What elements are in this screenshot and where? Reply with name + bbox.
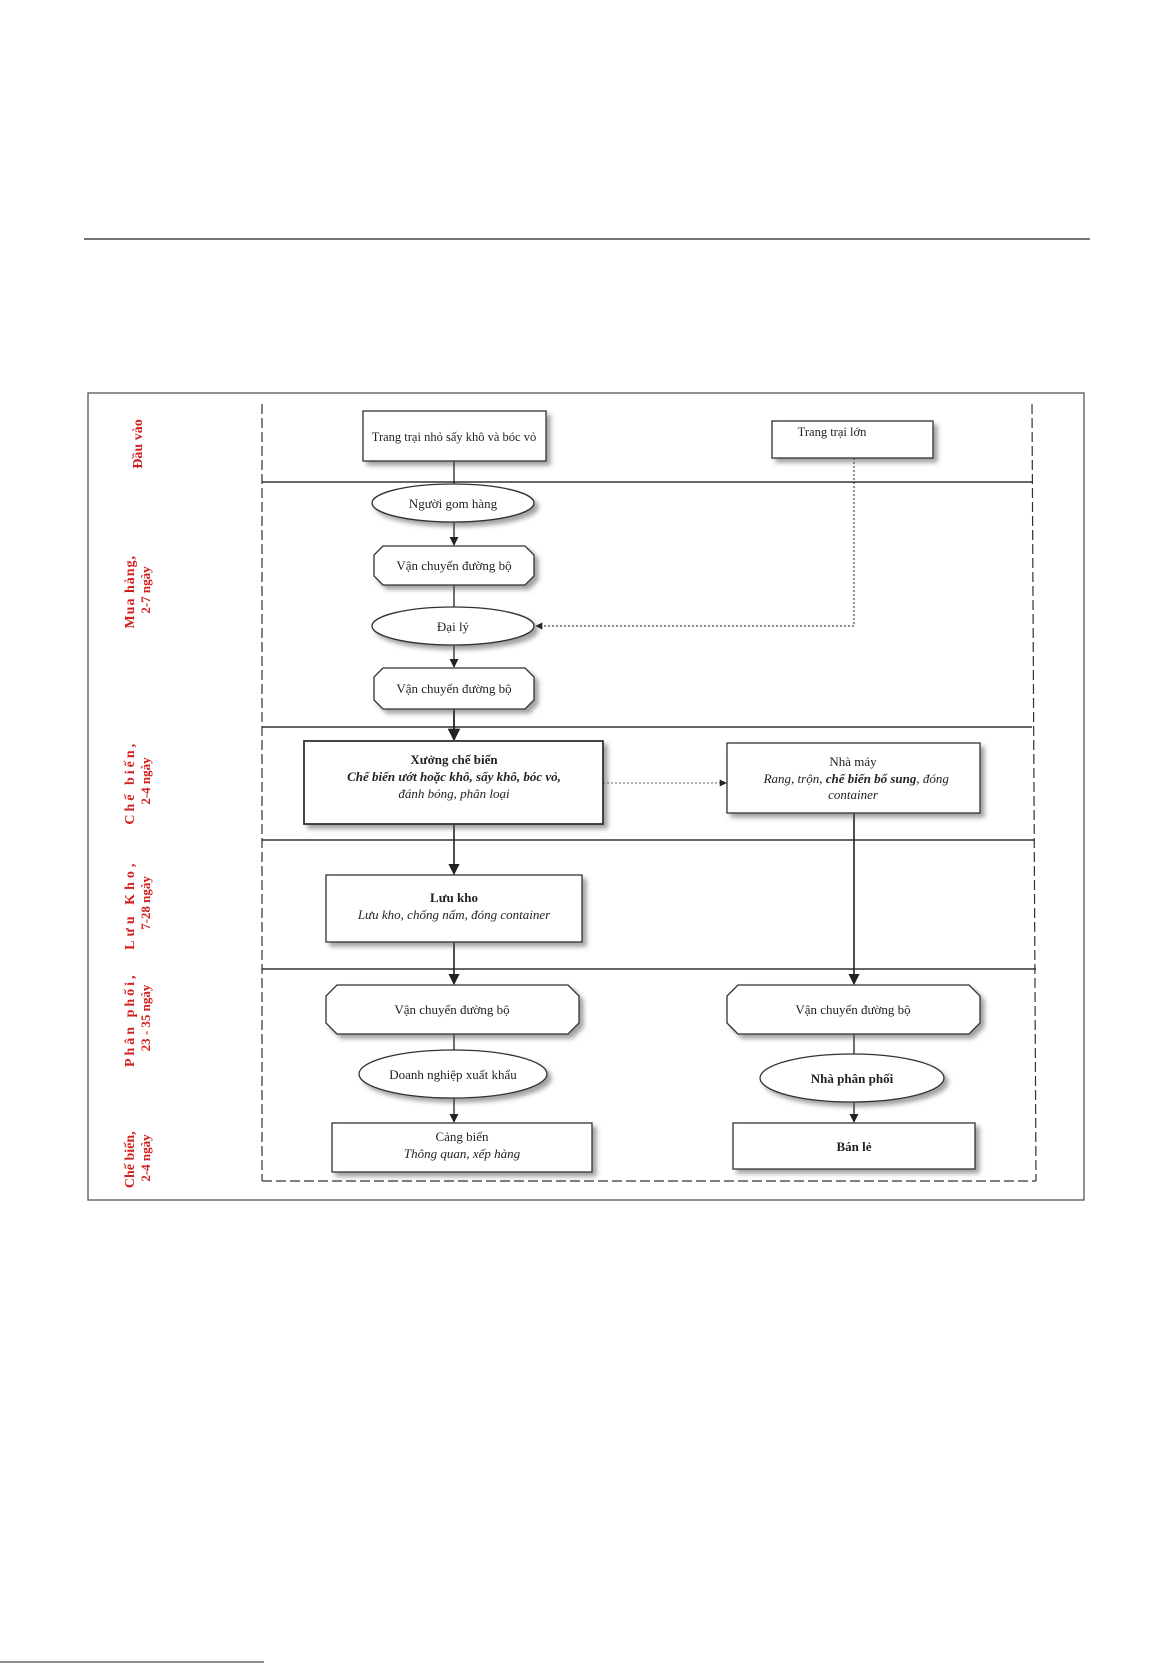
label-factory-line1-c: , đóng <box>916 771 949 786</box>
lane-label-duration: 23 - 35 ngày <box>138 984 153 1051</box>
lane-label-processing-2: Chế biến, 2-4 ngày <box>123 1128 153 1188</box>
lane-label-line: Mua hàng, <box>123 555 138 629</box>
node-warehouse <box>325 874 583 943</box>
lane-label-distribution: Phân phối, 23 - 35 ngày <box>123 969 153 1067</box>
node-processing-workshop <box>303 740 604 825</box>
label-factory-line1-b: chế biến bổ sung <box>826 771 917 786</box>
label-exporter: Doanh nghiệp xuất khẩu <box>389 1067 517 1082</box>
nodes <box>303 410 981 1173</box>
lane-label-purchasing: Mua hàng, 2-7 ngày <box>123 551 153 628</box>
lane-label-line: Đầu vào <box>131 419 146 468</box>
label-collector: Người gom hàng <box>409 496 498 511</box>
node-large-farm <box>771 420 934 459</box>
node-collector <box>371 483 535 523</box>
lane-label-input: Đầu vào <box>131 419 146 468</box>
label-road-transport-1: Vận chuyển đường bộ <box>396 558 511 573</box>
figure-frame <box>87 392 1085 1201</box>
lane-label-line: Chế biến, <box>123 1131 138 1188</box>
node-labels: Trang trại nhỏ sấy khô và bóc vỏ Trang t… <box>347 425 965 1161</box>
label-large-farm: Trang trại lớn <box>798 425 867 439</box>
label-road-transport-3: Vận chuyển đường bộ <box>394 1002 509 1017</box>
label-agent: Đại lý <box>437 619 470 634</box>
node-exporter <box>358 1049 548 1099</box>
label-factory-line1: Rang, trộn, chế biến bổ sung, đóng <box>741 771 965 786</box>
lane-label-duration: 2-4 ngày <box>138 1134 153 1182</box>
label-small-farm: Trang trại nhỏ sấy khô và bóc vỏ <box>372 430 536 444</box>
connector-large-farm-to-agent <box>535 458 855 630</box>
label-factory-line2: container <box>828 787 879 802</box>
lane-label-line: Chế biến, <box>123 741 138 825</box>
label-road-transport-2: Vận chuyển đường bộ <box>396 681 511 696</box>
label-distributor: Nhà phân phối <box>811 1071 894 1086</box>
lane-label-line: Lưu Kho, <box>123 860 138 950</box>
connectors <box>447 458 860 1123</box>
lane-label-processing: Chế biến, 2-4 ngày <box>123 737 153 824</box>
label-factory-line1-a: Rang, trộn, <box>763 771 826 786</box>
node-seaport <box>331 1122 593 1173</box>
lane-labels: Đầu vào Mua hàng, 2-7 ngày Chế biến, 2-4… <box>123 419 153 1188</box>
label-retail: Bán lẻ <box>836 1139 871 1154</box>
lane-grid <box>261 403 1037 1182</box>
lane-label-duration: 7-28 ngày <box>138 876 153 930</box>
node-factory <box>726 742 981 814</box>
label-factory-title: Nhà máy <box>829 754 877 769</box>
label-seaport-line1: Thông quan, xếp hàng <box>404 1146 521 1161</box>
node-distributor <box>759 1053 945 1103</box>
lane-label-duration: 2-4 ngày <box>138 757 153 805</box>
node-road-transport-1 <box>373 545 535 586</box>
node-retail <box>732 1122 976 1170</box>
node-road-transport-3 <box>325 984 580 1035</box>
label-road-transport-4: Vận chuyển đường bộ <box>795 1002 910 1017</box>
label-seaport-title: Cảng biển <box>435 1129 489 1144</box>
label-processing-workshop-line2: đánh bóng, phân loại <box>398 786 510 801</box>
label-warehouse-line1: Lưu kho, chống nấm, đóng container <box>357 907 551 922</box>
node-road-transport-4 <box>726 984 981 1035</box>
node-agent <box>371 606 535 646</box>
node-road-transport-2 <box>373 667 535 710</box>
label-processing-workshop-title: Xưởng chế biến <box>410 752 498 767</box>
lane-label-duration: 2-7 ngày <box>138 566 153 614</box>
lane-border-right <box>1031 403 1037 1182</box>
lane-label-storage: Lưu Kho, 7-28 ngày <box>123 856 153 950</box>
lane-label-line: Phân phối, <box>123 972 138 1067</box>
node-small-farm <box>362 410 547 462</box>
label-warehouse-title: Lưu kho <box>430 890 478 905</box>
label-processing-workshop-line1: Chế biến ướt hoặc khô, sấy khô, bóc vỏ, <box>347 769 561 784</box>
